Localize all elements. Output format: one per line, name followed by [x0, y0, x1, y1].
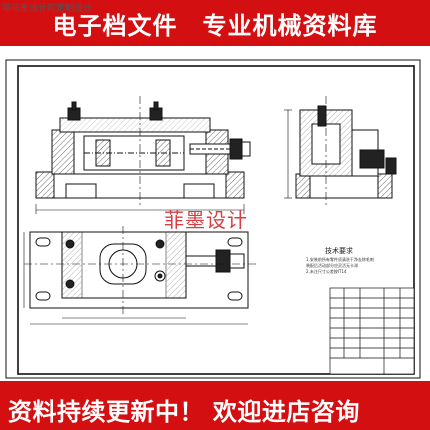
drawing-frame — [17, 65, 415, 375]
top-view — [23, 226, 256, 325]
engineering-drawing — [5, 59, 421, 379]
sheet-border — [5, 59, 421, 379]
front-view — [35, 96, 251, 214]
tech-requirement-line-2: 装配后活动部分应灵活无卡滞 — [306, 263, 358, 268]
tech-requirements-title: 技术要求 — [325, 247, 353, 255]
tech-requirement-line-3: 2.未注尺寸公差按IT14 — [306, 269, 347, 274]
tech-requirement-line-1: 1.安装前所有零件须清洗干净去除毛刺 — [306, 257, 374, 262]
title-block — [329, 287, 415, 375]
side-view — [284, 96, 397, 206]
top-banner: 电子档文件 专业机械资料库 — [0, 0, 430, 46]
bottom-banner: 资料持续更新中！ 欢迎进店咨询 — [0, 381, 430, 430]
designer-stamp-text: 菲墨设计 — [164, 208, 248, 232]
top-banner-text: 电子档文件 专业机械资料库 — [52, 11, 378, 40]
bottom-banner-text: 资料持续更新中！ 欢迎进店咨询 — [8, 398, 360, 426]
top-watermark-text: 菲与墨设计可定制设计 — [2, 4, 93, 14]
